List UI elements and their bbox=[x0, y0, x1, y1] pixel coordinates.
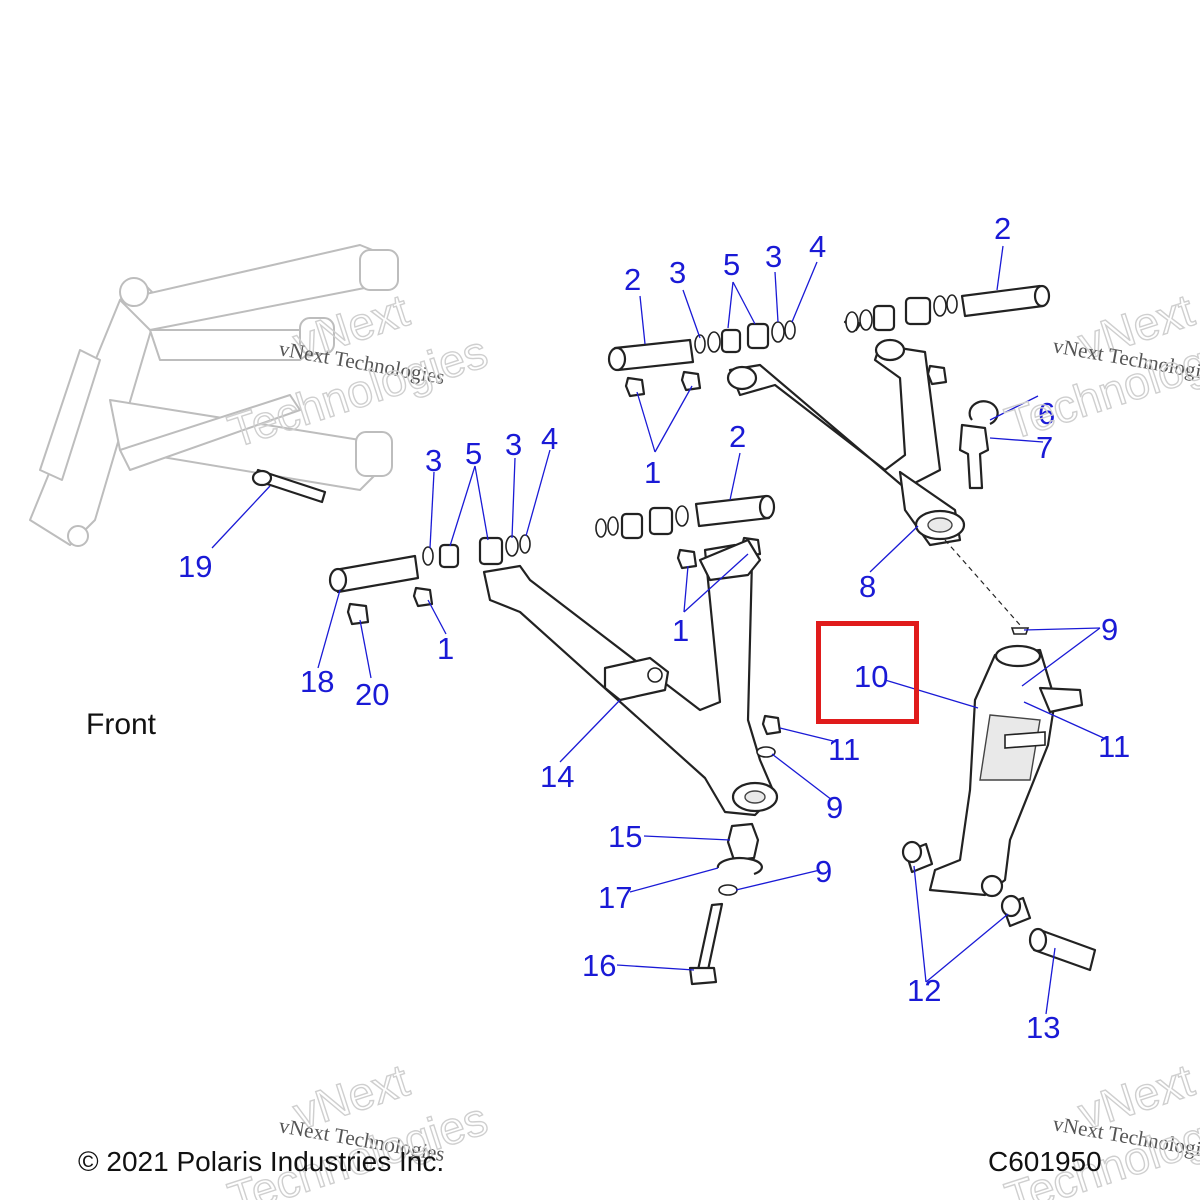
bushings-and-pin bbox=[901, 840, 1097, 972]
lower-control-arm-14 bbox=[482, 538, 782, 817]
leader-lines bbox=[211, 245, 1109, 1015]
callout-4: 4 bbox=[541, 421, 558, 456]
callout-9: 9 bbox=[826, 790, 843, 825]
callout-5: 5 bbox=[465, 436, 482, 471]
callout-3: 3 bbox=[505, 427, 522, 462]
callout-5: 5 bbox=[723, 247, 740, 282]
callout-20: 20 bbox=[355, 677, 389, 712]
highlight-box-callout-10 bbox=[816, 621, 919, 724]
callout-17: 17 bbox=[598, 880, 632, 915]
callout-9: 9 bbox=[1101, 612, 1118, 647]
lower-pivot-hardware-right bbox=[595, 494, 776, 570]
callout-18: 18 bbox=[300, 664, 334, 699]
callout-3: 3 bbox=[669, 255, 686, 290]
callout-9: 9 bbox=[815, 854, 832, 889]
callout-12: 12 bbox=[907, 973, 941, 1008]
callout-1: 1 bbox=[644, 455, 661, 490]
upper-pivot-hardware-top bbox=[607, 320, 796, 398]
upper-control-arm-8 bbox=[726, 284, 1051, 547]
callout-6: 6 bbox=[1038, 396, 1055, 431]
callout-2: 2 bbox=[729, 419, 746, 454]
callout-15: 15 bbox=[608, 819, 642, 854]
diagram-id: C601950 bbox=[988, 1146, 1102, 1177]
callout-3: 3 bbox=[425, 443, 442, 478]
callout-19: 19 bbox=[178, 549, 212, 584]
stop-bumper-assembly bbox=[688, 822, 763, 986]
callout-7: 7 bbox=[1036, 430, 1053, 465]
callout-14: 14 bbox=[540, 759, 574, 794]
front-label: Front bbox=[86, 708, 157, 741]
callout-8: 8 bbox=[859, 569, 876, 604]
callout-4: 4 bbox=[809, 229, 826, 264]
callout-11: 11 bbox=[828, 732, 860, 767]
callout-13: 13 bbox=[1026, 1010, 1060, 1045]
pin-19 bbox=[251, 468, 327, 504]
knuckle-10 bbox=[928, 627, 1084, 898]
callout-10: 10 bbox=[854, 659, 888, 694]
copyright-notice: © 2021 Polaris Industries Inc. bbox=[78, 1146, 445, 1177]
ghost-frame-assembly bbox=[29, 244, 399, 547]
callout-1: 1 bbox=[672, 613, 689, 648]
callout-3: 3 bbox=[765, 239, 782, 274]
callout-2: 2 bbox=[994, 211, 1011, 246]
callout-2: 2 bbox=[624, 262, 641, 297]
alignment-dashed-line bbox=[944, 539, 1021, 626]
callout-1: 1 bbox=[437, 631, 454, 666]
callout-16: 16 bbox=[582, 948, 616, 983]
callout-11: 11 bbox=[1098, 729, 1130, 764]
lower-pivot-hardware-left bbox=[328, 534, 531, 626]
callout-numbers: 1 1 1 2 2 2 3 3 3 3 4 4 5 5 6 7 8 9 9 9 … bbox=[178, 211, 1130, 1045]
